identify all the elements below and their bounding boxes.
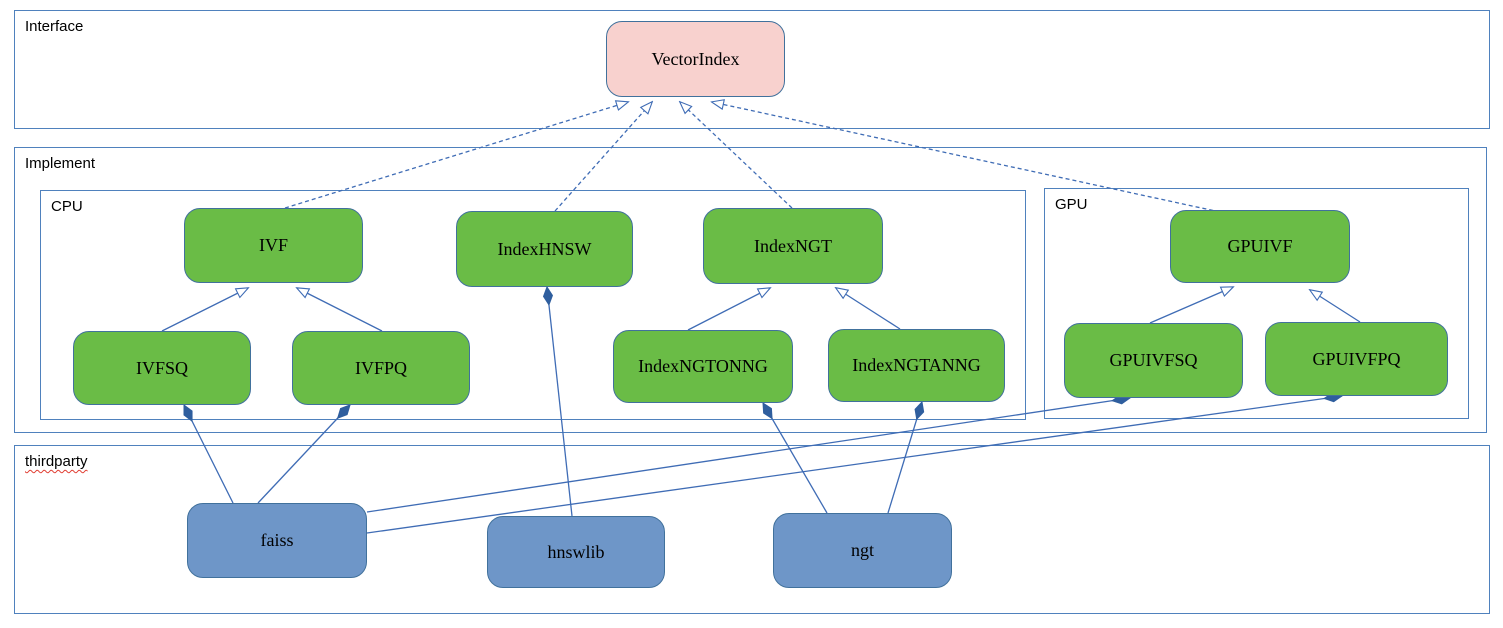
node-gpuivf-label: GPUIVF: [1227, 236, 1293, 256]
node-indexngtonng-label: IndexNGTONNG: [638, 356, 768, 376]
node-vectorindex-label: VectorIndex: [651, 48, 740, 69]
node-hnswlib: hnswlib: [487, 516, 665, 588]
node-ivf: IVF: [184, 208, 363, 283]
node-hnswlib-label: hnswlib: [547, 541, 605, 562]
interface-container-label: Interface: [25, 18, 84, 35]
node-indexhnsw: IndexHNSW: [456, 211, 633, 287]
node-faiss: faiss: [187, 503, 367, 578]
node-indexngtanng-label: IndexNGTANNG: [852, 355, 981, 375]
node-gpuivfpq-label: GPUIVFPQ: [1312, 348, 1401, 369]
node-indexhnsw-label: IndexHNSW: [497, 238, 592, 259]
node-indexngt-label: IndexNGT: [754, 235, 832, 256]
node-ivfsq-label: IVFSQ: [135, 357, 188, 378]
node-gpuivfsq: GPUIVFSQ: [1064, 323, 1243, 398]
node-ngt-label: ngt: [850, 540, 874, 560]
node-gpuivfpq: GPUIVFPQ: [1265, 322, 1448, 396]
node-faiss-label: faiss: [260, 530, 294, 550]
node-ivfpq: IVFPQ: [292, 331, 470, 405]
node-gpuivfsq-label: GPUIVFSQ: [1109, 350, 1198, 370]
node-ngt: ngt: [773, 513, 952, 588]
node-indexngtanng: IndexNGTANNG: [828, 329, 1005, 402]
implement-container-label: Implement: [25, 155, 96, 172]
node-ivf-label: IVF: [258, 235, 288, 255]
gpu-container-label: GPU: [1055, 196, 1088, 213]
cpu-container-label: CPU: [51, 198, 83, 215]
node-vectorindex: VectorIndex: [606, 21, 785, 97]
node-ivfsq: IVFSQ: [73, 331, 251, 405]
node-gpuivf: GPUIVF: [1170, 210, 1350, 283]
node-ivfpq-label: IVFPQ: [354, 357, 407, 378]
thirdparty-container-label: thirdparty: [25, 453, 88, 470]
node-indexngt: IndexNGT: [703, 208, 883, 284]
node-indexngtonng: IndexNGTONNG: [613, 330, 793, 403]
